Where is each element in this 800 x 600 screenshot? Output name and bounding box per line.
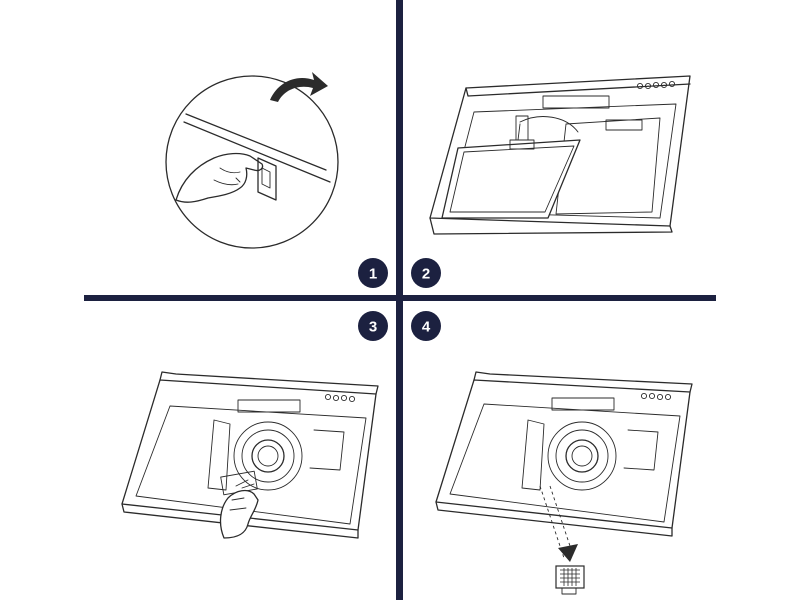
latch bbox=[257, 157, 277, 201]
step-number: 1 bbox=[369, 266, 377, 283]
badge-circle bbox=[358, 258, 388, 288]
zoom-circle bbox=[165, 75, 339, 249]
step2-illustration bbox=[429, 75, 691, 235]
control-buttons bbox=[324, 393, 356, 403]
fan-housing bbox=[547, 421, 617, 491]
hood-body bbox=[435, 379, 691, 529]
badge-circle bbox=[411, 258, 441, 288]
fan-housing bbox=[233, 421, 303, 491]
step-badge-3: 3 bbox=[358, 311, 388, 341]
step-badge-4: 4 bbox=[411, 311, 441, 341]
step-number: 4 bbox=[422, 319, 431, 336]
hood-body bbox=[429, 75, 691, 227]
light-panel bbox=[542, 95, 610, 109]
hand bbox=[219, 489, 259, 539]
badge-circle bbox=[358, 311, 388, 341]
carbon-filter bbox=[555, 565, 585, 595]
right-grease-filter bbox=[555, 117, 661, 215]
step1-illustration bbox=[165, 72, 339, 249]
down-arrow bbox=[558, 544, 578, 562]
control-buttons bbox=[636, 80, 676, 90]
hand bbox=[175, 152, 264, 203]
step-number: 3 bbox=[369, 319, 377, 336]
step3-illustration bbox=[121, 371, 379, 539]
control-buttons bbox=[640, 392, 672, 401]
step4-illustration bbox=[435, 371, 693, 595]
quadrant-dividers bbox=[84, 0, 716, 600]
step-number: 2 bbox=[422, 266, 430, 283]
rotate-arrow bbox=[270, 72, 328, 102]
step-badge-1: 1 bbox=[358, 258, 388, 288]
badge-circle bbox=[411, 311, 441, 341]
light-panel bbox=[237, 399, 301, 413]
left-grease-filter bbox=[441, 139, 581, 219]
step-badge-2: 2 bbox=[411, 258, 441, 288]
light-panel bbox=[551, 397, 615, 411]
horizontal-divider bbox=[84, 295, 716, 301]
removal-path bbox=[539, 485, 565, 559]
